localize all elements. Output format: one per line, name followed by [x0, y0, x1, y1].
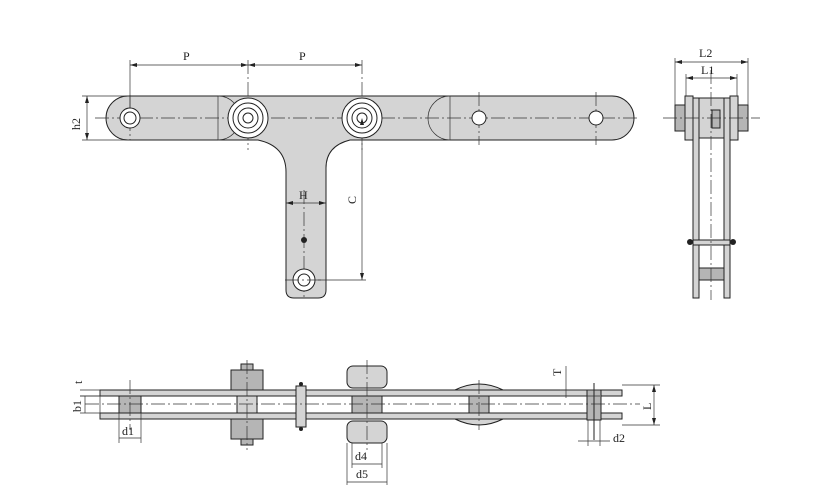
dim-h: H: [299, 188, 308, 202]
dim-l2: L2: [699, 46, 712, 60]
dim-p-right: P: [299, 49, 306, 63]
dim-L: L: [640, 403, 654, 410]
dim-T: T: [550, 368, 564, 376]
dim-t: t: [71, 380, 85, 384]
pin-hole-3: [588, 110, 604, 126]
top-view: t b1 d1 d4 d5 T L d2: [70, 360, 660, 485]
dim-d4: d4: [355, 449, 367, 463]
dim-h2: h2: [69, 118, 83, 130]
dim-d2: d2: [613, 431, 625, 445]
dim-c: C: [345, 196, 359, 204]
dim-l1: L1: [701, 63, 714, 77]
pin-hole-2: [471, 110, 487, 126]
dim-d5: d5: [356, 467, 368, 481]
center-mark: [301, 237, 307, 243]
front-view: P P h2 H C: [69, 49, 640, 299]
side-view: L2 L1: [663, 46, 760, 300]
dim-d1: d1: [122, 424, 134, 438]
dim-b1: b1: [70, 400, 84, 412]
dim-p-left: P: [183, 49, 190, 63]
